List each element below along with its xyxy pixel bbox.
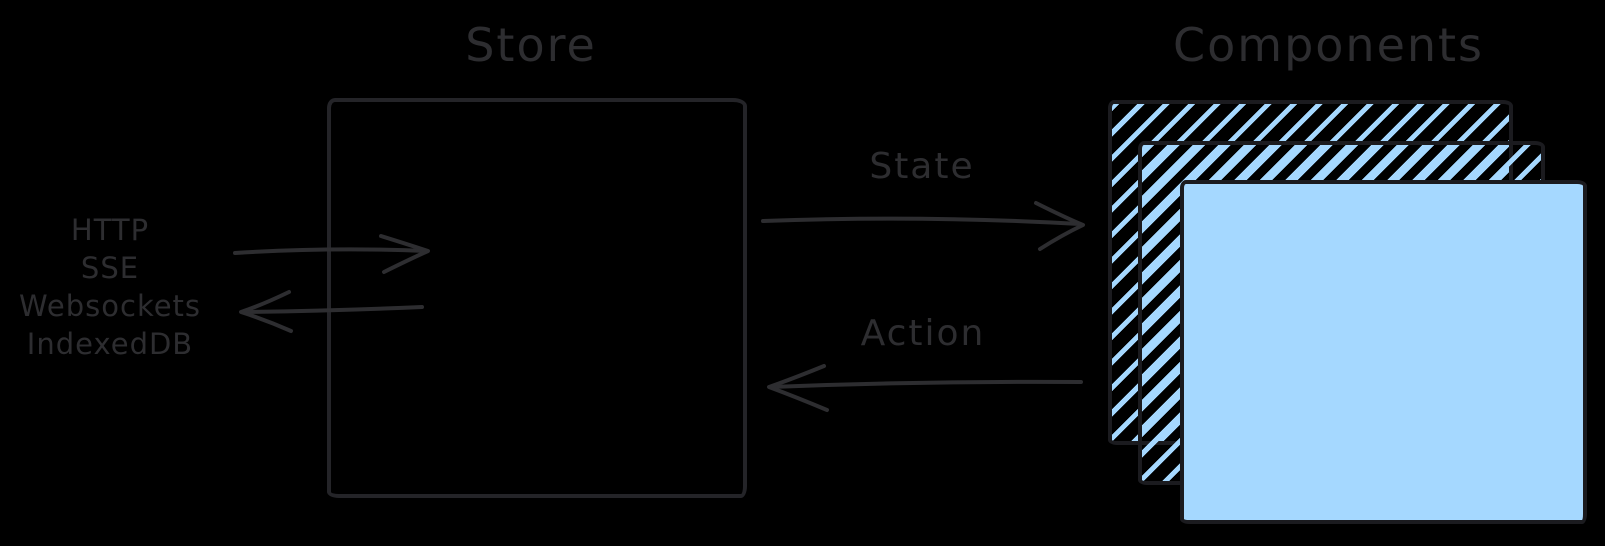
transport-item-websockets: Websockets [18, 289, 202, 323]
action-arrow-label: Action [860, 313, 986, 354]
state-arrow [761, 201, 1085, 251]
components-title: Components [1173, 18, 1485, 72]
component-layer-front [1180, 180, 1587, 524]
store-box [327, 98, 747, 498]
action-arrow [767, 364, 1083, 412]
state-arrow-label: State [869, 146, 975, 187]
transport-item-indexeddb: IndexedDB [26, 327, 194, 361]
transport-item-sse: SSE [80, 251, 140, 285]
transport-list: HTTP SSE Websockets IndexedDB [10, 211, 210, 363]
transport-item-http: HTTP [70, 213, 150, 247]
store-title: Store [465, 18, 597, 72]
